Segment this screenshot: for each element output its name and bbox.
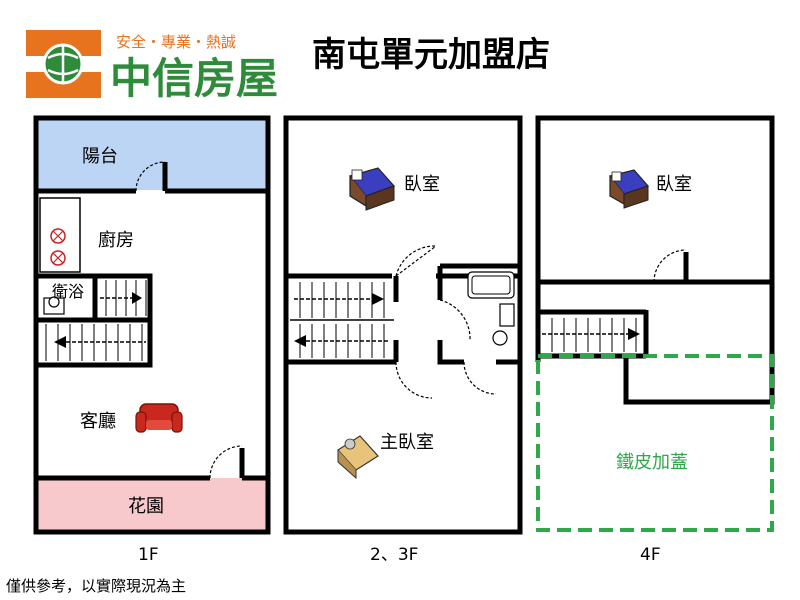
floor-2-3f: 臥室 主臥室 2、3F	[283, 115, 523, 565]
stair-1f-upper	[100, 280, 147, 316]
bedroom-4f-door-icon	[653, 249, 687, 283]
garden-area	[36, 478, 268, 532]
bath-door-icon	[463, 361, 497, 395]
room-kitchen: 廚房	[98, 229, 134, 251]
master-bed-icon	[337, 435, 379, 480]
bedroom-door-icon	[395, 245, 437, 277]
floor-label-1f: 1F	[138, 545, 159, 565]
bathtub-icon	[467, 271, 515, 299]
balcony-area	[36, 120, 266, 190]
room-bedroom-2f: 臥室	[404, 174, 440, 195]
slogan: 安全・專業・熱誠	[116, 33, 236, 51]
stair-4f	[542, 318, 640, 352]
room-balcony: 陽台	[82, 146, 118, 167]
room-bathroom: 衛浴	[52, 282, 84, 301]
master-door-icon	[395, 361, 433, 399]
addition-area	[536, 354, 774, 532]
garden-door-icon	[209, 445, 243, 479]
stair-2f-lower	[294, 324, 390, 358]
stair-1f-lower	[45, 324, 146, 361]
logo-icon	[26, 30, 101, 98]
balcony-door-icon	[135, 161, 166, 192]
bed-icon	[348, 167, 396, 211]
store-name: 南屯單元加盟店	[312, 35, 550, 75]
sofa-icon	[135, 403, 183, 433]
brand-name: 中信房屋	[110, 54, 278, 103]
disclaimer: 僅供參考，以實際現況為主	[6, 577, 186, 595]
stair-2f-upper	[294, 282, 385, 318]
toilet-icon	[492, 303, 515, 346]
room-addition: 鐵皮加蓋	[616, 452, 688, 473]
room-garden: 花園	[128, 496, 164, 517]
floor-4f: 臥室 鐵皮加蓋 4F	[535, 115, 775, 565]
room-bedroom-4f: 臥室	[656, 174, 692, 195]
hall-door-icon	[439, 299, 471, 341]
room-living: 客廳	[80, 411, 116, 432]
floor-1f: 陽台 廚房 衛浴 客廳 花園 1F	[33, 115, 271, 565]
bed-icon	[608, 169, 650, 209]
header: 安全・專業・熱誠 中信房屋 南屯單元加盟店	[26, 30, 550, 103]
room-master-bedroom: 主臥室	[380, 432, 434, 453]
toilet-icon	[43, 296, 65, 315]
stove-icon	[39, 197, 81, 273]
floor-label-2-3f: 2、3F	[370, 545, 418, 565]
floor-label-4f: 4F	[640, 545, 661, 565]
